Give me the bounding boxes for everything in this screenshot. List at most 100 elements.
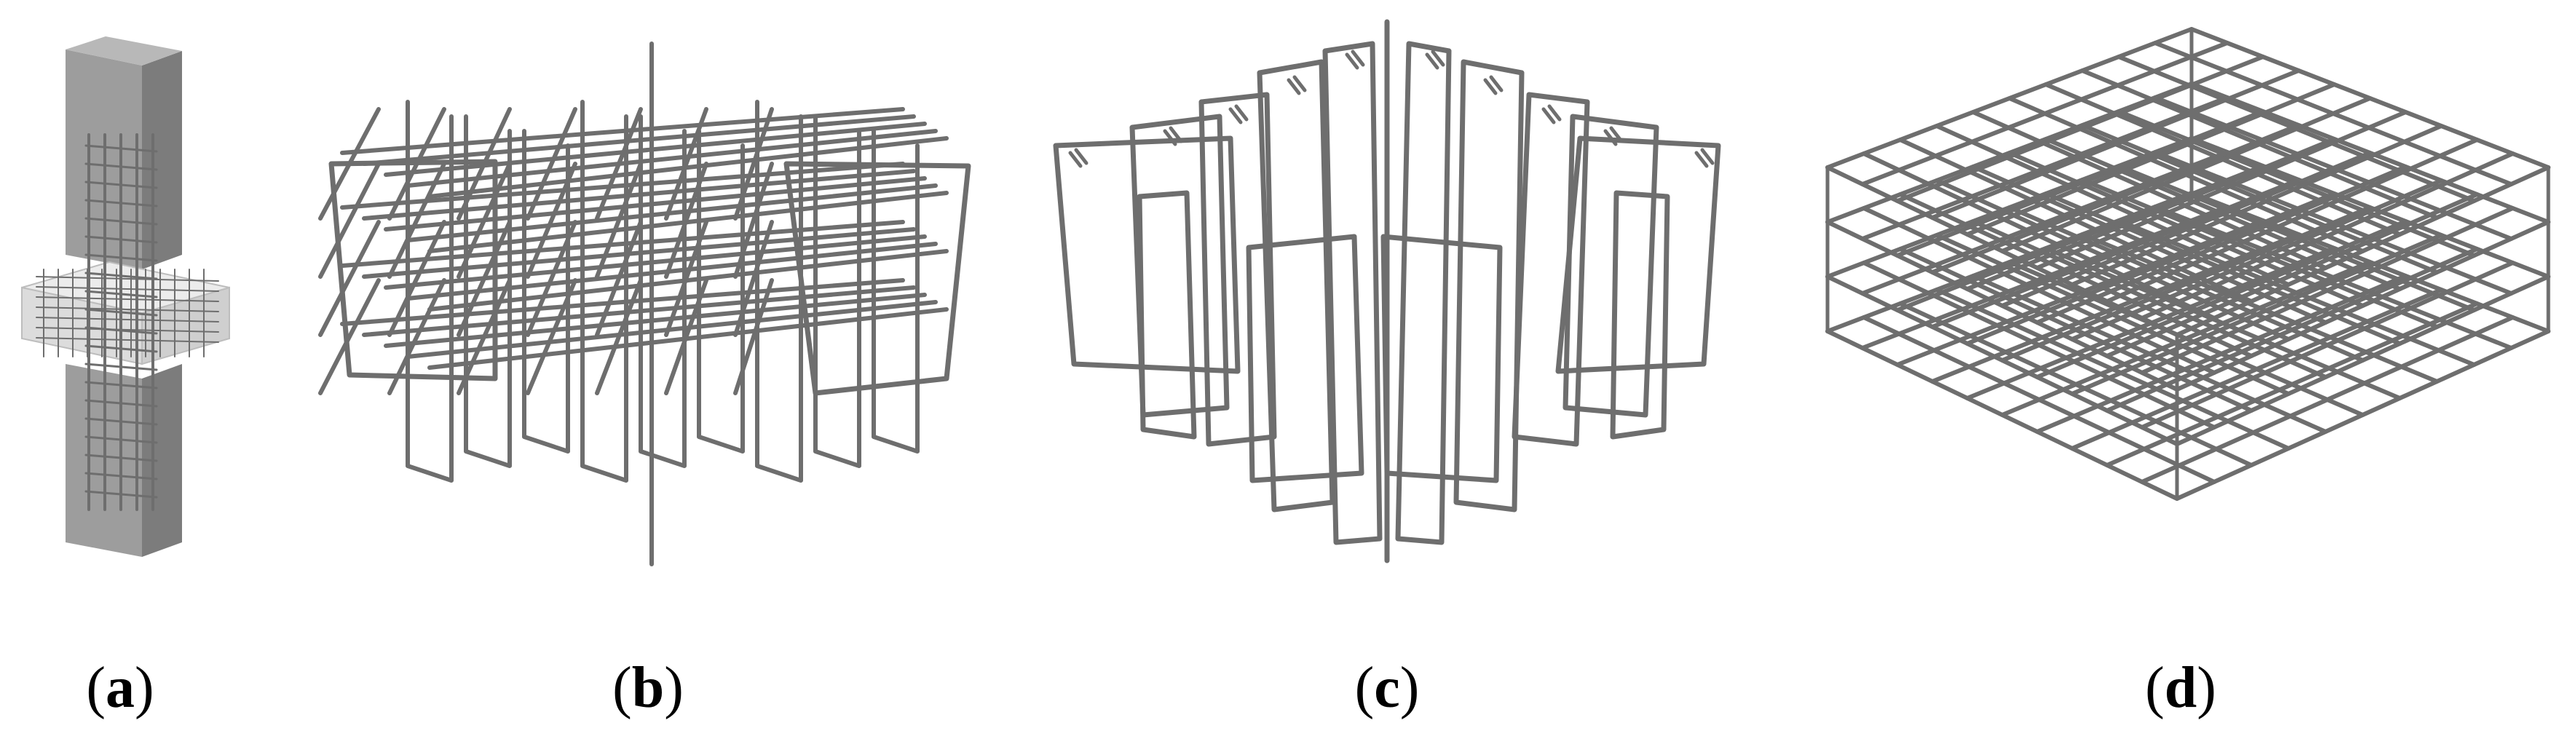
stirrup-loop <box>1137 190 1197 440</box>
stirrup-hook <box>1351 50 1365 67</box>
stirrup-loop <box>1053 135 1241 374</box>
mesh-bar-horizontal <box>384 234 927 290</box>
joint-bar <box>36 337 219 343</box>
cage-tie <box>84 181 158 189</box>
mesh-bar <box>2117 55 2476 203</box>
joint-bar <box>36 317 219 322</box>
caption-d: (d) <box>2145 656 2216 720</box>
vertical-stirrup <box>697 129 745 454</box>
mesh-bar <box>2189 27 2551 170</box>
mesh-bar <box>2153 95 2513 241</box>
caption-c: (c) <box>1354 656 1420 720</box>
cage-tie <box>84 272 158 280</box>
mesh-bar <box>2044 82 2402 237</box>
vertical-stirrup <box>872 129 920 454</box>
mesh-bar <box>2035 274 2408 434</box>
stirrup-hook <box>1234 104 1249 122</box>
column-upper-side <box>142 51 182 269</box>
cage-tie <box>84 253 158 262</box>
mesh-bar-horizontal <box>406 242 938 301</box>
stirrup-hook <box>1068 151 1083 168</box>
mesh-bar <box>2117 164 2476 312</box>
stirrup-loop <box>1395 41 1452 545</box>
mesh-bar <box>2105 301 2479 467</box>
joint-bar <box>36 276 219 282</box>
mesh-bar <box>2117 218 2476 367</box>
mesh-layer <box>1825 82 2551 392</box>
mesh-bar-diagonal <box>318 220 381 337</box>
mesh-layer <box>1825 191 2551 501</box>
stirrup-hook <box>1431 50 1445 67</box>
mesh-bar-horizontal <box>384 293 927 348</box>
mesh-bar-diagonal <box>387 278 446 395</box>
stirrup-hook <box>1163 129 1177 146</box>
mesh-bar-horizontal <box>340 162 905 210</box>
panel-a-column-joint <box>21 36 230 557</box>
cage-tie <box>84 399 158 408</box>
vertical-stirrup <box>406 100 454 483</box>
vertical-stirrup <box>464 114 512 468</box>
stirrup-hook <box>1287 78 1301 95</box>
mesh-bar <box>2189 136 2551 279</box>
vertical-stirrup <box>639 114 687 468</box>
mesh-bar <box>2153 205 2513 350</box>
cage-tie <box>84 144 158 153</box>
mesh-bar <box>2035 165 2408 325</box>
mesh-bar <box>2175 274 2551 446</box>
mesh-bar-horizontal <box>340 220 905 268</box>
cage-tie <box>84 381 158 389</box>
stirrup-hook <box>1694 151 1709 168</box>
stirrup-loop <box>1453 59 1525 512</box>
mesh-bar <box>2080 123 2439 274</box>
joint-bar <box>36 327 219 333</box>
cage-tie <box>84 217 158 226</box>
mesh-bar <box>2189 82 2551 224</box>
vertical-stirrup <box>580 100 628 483</box>
mesh-bar-horizontal <box>406 183 938 242</box>
joint-bar <box>36 286 219 292</box>
joint-bar <box>36 306 219 312</box>
mesh-bar <box>2175 329 2551 501</box>
mesh-bar <box>2140 315 2515 484</box>
mesh-bar-diagonal <box>318 162 381 279</box>
vertical-stirrup <box>813 114 861 468</box>
stirrup-loop <box>1610 190 1670 440</box>
rebar-cage-a <box>36 133 219 511</box>
panel-d-rebar-mesh <box>1825 27 2551 501</box>
stirrup-hook <box>1489 75 1504 92</box>
cage-tie <box>84 363 158 371</box>
vertical-stirrup <box>755 100 803 483</box>
stirrup-loop <box>1562 114 1659 418</box>
panel-c-stirrups <box>1053 19 1721 563</box>
mesh-bar <box>2153 41 2513 186</box>
mesh-bar <box>2044 191 2402 346</box>
mesh-bar-horizontal <box>384 176 927 231</box>
panel-b-joint-cage <box>318 41 971 566</box>
mesh-bar <box>2117 109 2476 258</box>
stirrup-hook <box>1700 148 1715 165</box>
caption-b: (b) <box>612 656 684 720</box>
caption-a: (a) <box>86 656 154 720</box>
mesh-bar <box>2070 233 2443 396</box>
mesh-bar-diagonal <box>318 107 381 221</box>
stirrup-loop <box>1555 135 1721 374</box>
mesh-bar <box>2000 205 2372 363</box>
cage-tie <box>84 162 158 171</box>
mesh-bar <box>2000 96 2372 253</box>
column-top-face <box>66 36 182 66</box>
mesh-bar <box>2153 150 2513 296</box>
mesh-bar-horizontal <box>384 122 927 177</box>
stirrup-central-left <box>1246 234 1364 483</box>
mesh-bar <box>2070 124 2443 287</box>
cage-tie <box>84 454 158 462</box>
stirrup-hook <box>1541 107 1556 124</box>
mesh-bar-horizontal <box>406 300 938 359</box>
stirrup-hook <box>1609 126 1624 143</box>
cage-tie <box>84 308 158 317</box>
cage-tie <box>84 490 158 499</box>
stirrup-hook <box>1169 126 1183 143</box>
mesh-bar <box>2000 260 2372 417</box>
cage-tie <box>84 235 158 244</box>
mesh-bar-horizontal <box>406 129 938 188</box>
